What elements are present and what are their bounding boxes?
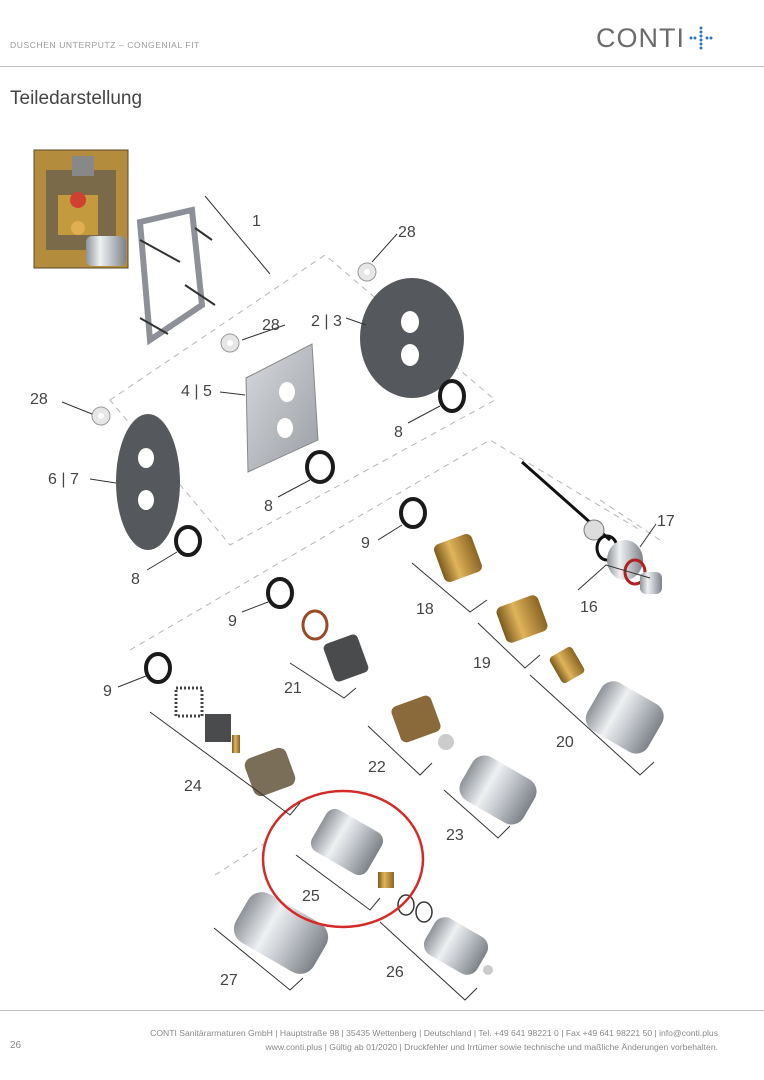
brand-logo[interactable]: CONTI xyxy=(596,22,713,54)
highlight-circle xyxy=(261,789,425,929)
callout-24: 24 xyxy=(184,778,202,795)
knob-26 xyxy=(397,894,493,975)
handle-20 xyxy=(585,681,664,754)
o-rings xyxy=(144,379,466,684)
cartridge-19 xyxy=(496,595,585,684)
callout-18: 18 xyxy=(416,601,434,618)
callout-19: 19 xyxy=(473,655,491,672)
square-cover-plate xyxy=(245,343,319,473)
footer-divider xyxy=(0,1010,764,1011)
callout-17: 17 xyxy=(657,513,675,530)
footer-validity-line: www.conti.plus | Gültig ab 01/2020 | Dru… xyxy=(265,1042,718,1052)
callout-20: 20 xyxy=(556,734,574,751)
handle-23 xyxy=(459,755,537,825)
oval-cover-plate xyxy=(116,414,180,550)
callout-28b: 28 xyxy=(262,317,280,334)
plus-dots-icon xyxy=(689,26,713,50)
cartridge-18 xyxy=(434,534,482,582)
callout-2-3: 2 | 3 xyxy=(311,313,342,330)
breadcrumb: DUSCHEN UNTERPUTZ – CONGENIAL FIT xyxy=(10,40,200,50)
callout-22: 22 xyxy=(368,759,386,776)
page-title: Teiledarstellung xyxy=(10,88,143,109)
stem-extension xyxy=(521,460,662,594)
callout-8b: 8 xyxy=(264,498,273,515)
callout-28c: 28 xyxy=(30,391,48,408)
header-divider xyxy=(0,66,764,67)
callout-9a: 9 xyxy=(361,535,370,552)
callout-16: 16 xyxy=(580,599,598,616)
callout-4-5: 4 | 5 xyxy=(181,383,212,400)
callout-25: 25 xyxy=(302,888,320,905)
callout-8c: 8 xyxy=(131,571,140,588)
housing-body xyxy=(33,149,129,269)
callout-9b: 9 xyxy=(228,613,237,630)
footer: CONTI Sanitärarmaturen GmbH | Hauptstraß… xyxy=(150,1026,718,1054)
footer-company-line: CONTI Sanitärarmaturen GmbH | Hauptstraß… xyxy=(150,1028,718,1038)
insert-22 xyxy=(391,695,454,750)
page-number: 26 xyxy=(10,1040,22,1051)
callout-1: 1 xyxy=(252,213,261,230)
exploded-parts-diagram: 1 28 28 28 2 | 3 4 | 5 6 | 7 8 8 8 9 9 9… xyxy=(30,149,675,1001)
insert-21 xyxy=(323,634,369,682)
thermostat-25 xyxy=(310,808,394,888)
thermostat-24 xyxy=(174,686,296,797)
handle-27 xyxy=(233,892,329,974)
washer-28 xyxy=(91,262,377,426)
mounting-frame xyxy=(136,206,206,346)
round-cover-plate xyxy=(360,278,464,398)
callout-23: 23 xyxy=(446,827,464,844)
callout-26: 26 xyxy=(386,964,404,981)
callout-6-7: 6 | 7 xyxy=(48,471,79,488)
callout-28a: 28 xyxy=(398,224,416,241)
callout-21: 21 xyxy=(284,680,302,697)
callout-8a: 8 xyxy=(394,424,403,441)
callout-9c: 9 xyxy=(103,683,112,700)
callout-27: 27 xyxy=(220,972,238,989)
logo-text: CONTI xyxy=(596,23,685,53)
